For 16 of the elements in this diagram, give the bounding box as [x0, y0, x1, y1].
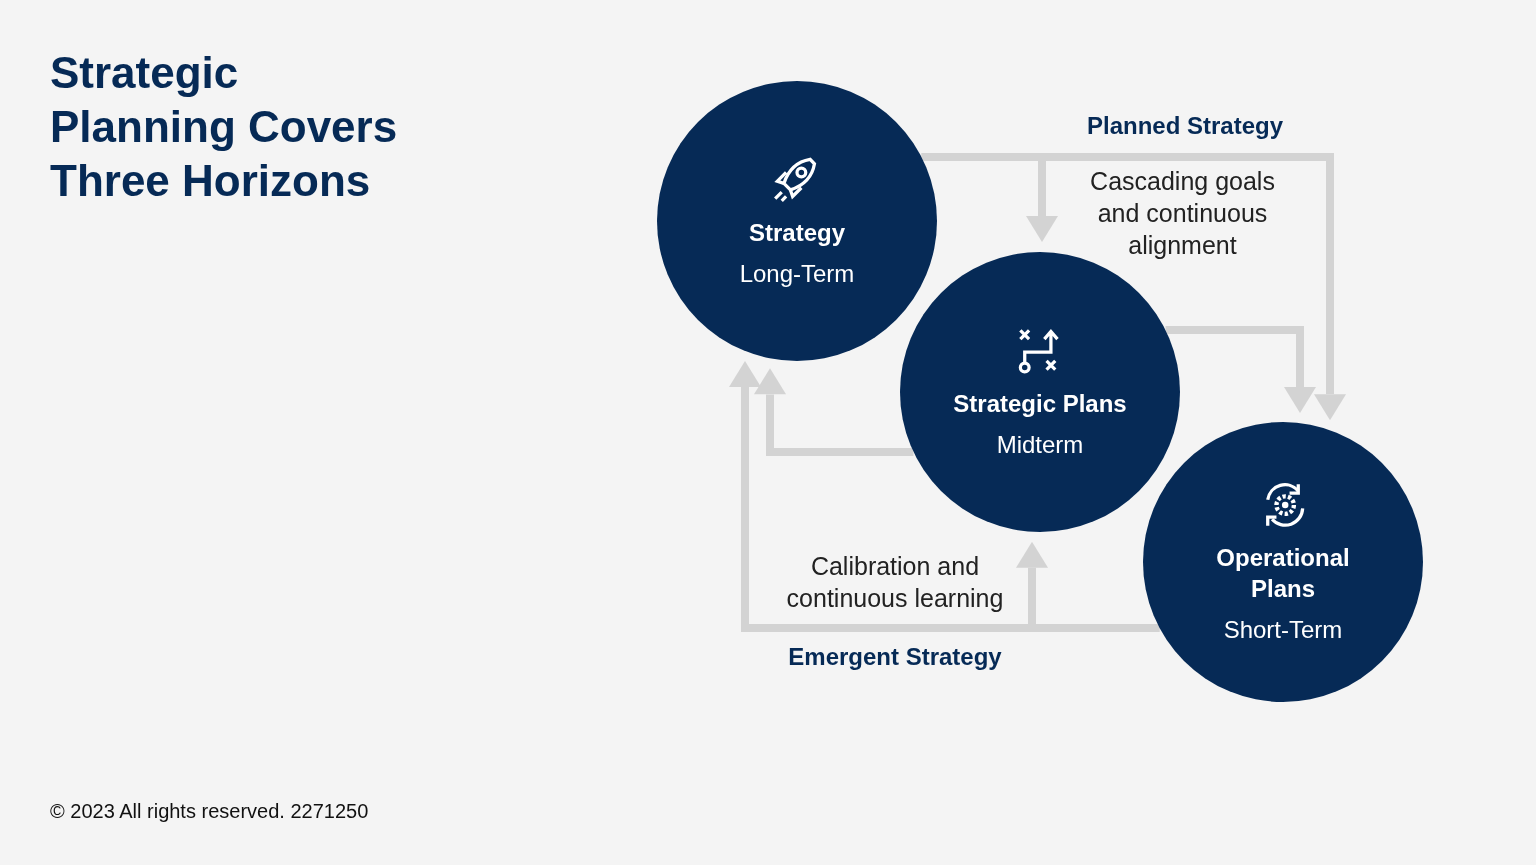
note: Cascading goals and continuous alignment	[1089, 166, 1276, 261]
section-heading: Emergent Strategy	[787, 643, 1003, 671]
node-subtitle: Short-Term	[1223, 616, 1343, 644]
node-subtitle: Long-Term	[739, 259, 855, 288]
copyright-note: © 2023 All rights reserved. 2271250	[50, 800, 370, 823]
node-subtitle: Midterm	[996, 430, 1084, 459]
title: Strategic Planning Covers Three Horizons	[50, 47, 399, 207]
node-title: Operational Plans	[1215, 543, 1351, 604]
arrow	[1016, 541, 1160, 632]
note: Calibration and continuous learning	[785, 551, 1005, 614]
section-heading: Planned Strategy	[1085, 112, 1285, 140]
arrow	[921, 153, 1346, 421]
arrow	[754, 368, 914, 456]
arrow	[1165, 326, 1316, 414]
node-title: Strategy	[748, 217, 845, 248]
node-title: Strategic Plans	[953, 388, 1127, 419]
